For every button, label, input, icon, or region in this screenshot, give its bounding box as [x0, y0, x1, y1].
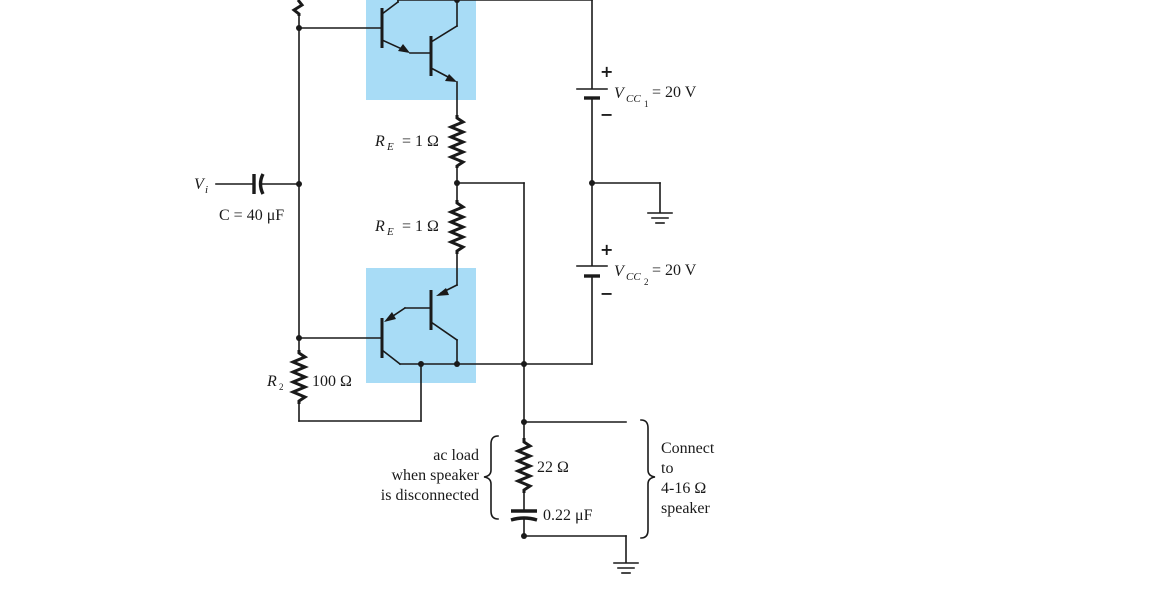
output-wiring — [456, 182, 525, 439]
svg-text:22 Ω: 22 Ω — [537, 459, 569, 476]
svg-text:speaker: speaker — [661, 500, 711, 517]
svg-text:0.22 μF: 0.22 μF — [543, 507, 593, 524]
vcc2-battery: + − V CC 2 = 20 V — [576, 240, 697, 303]
svg-text:R: R — [374, 218, 385, 235]
svg-text:100 Ω: 100 Ω — [312, 373, 352, 390]
re-bottom-resistor: R E = 1 Ω — [374, 200, 467, 286]
load-resistor: 22 Ω — [514, 438, 569, 511]
junction-dots — [296, 0, 595, 539]
svg-text:2: 2 — [644, 277, 649, 287]
speaker-note: Connect to 4-16 Ω speaker — [661, 440, 715, 517]
svg-text:= 1 Ω: = 1 Ω — [402, 218, 439, 235]
svg-text:V: V — [614, 85, 626, 102]
input-source: V i — [194, 176, 253, 196]
re-top-resistor: R E = 1 Ω — [374, 115, 467, 201]
input-capacitor: C = 40 μF — [219, 173, 300, 224]
svg-text:when speaker: when speaker — [391, 467, 479, 484]
supply-ground-icon — [647, 212, 673, 224]
lower-transistor-pair — [380, 283, 593, 366]
svg-text:CC: CC — [626, 93, 641, 105]
svg-text:ac load: ac load — [433, 447, 479, 464]
svg-text:Connect: Connect — [661, 440, 715, 457]
ac-load-brace — [483, 435, 499, 520]
svg-text:V: V — [614, 263, 626, 280]
svg-text:CC: CC — [626, 271, 641, 283]
svg-text:C = 40 μF: C = 40 μF — [219, 207, 284, 224]
svg-text:+: + — [600, 62, 613, 81]
upper-darlington-pair — [380, 0, 593, 116]
svg-text:R: R — [266, 373, 277, 390]
supply-rail — [591, 0, 661, 365]
load-ground-icon — [613, 562, 639, 574]
svg-text:to: to — [661, 460, 673, 477]
svg-text:R: R — [374, 133, 385, 150]
svg-text:E: E — [386, 226, 394, 238]
r1-resistor-partial — [291, 0, 305, 16]
svg-text:is disconnected: is disconnected — [381, 487, 479, 504]
svg-text:2: 2 — [279, 382, 284, 392]
svg-text:1: 1 — [644, 99, 649, 109]
svg-text:−: − — [600, 284, 613, 303]
speaker-brace — [640, 419, 656, 539]
ac-load-note: ac load when speaker is disconnected — [381, 447, 480, 504]
svg-text:4-16 Ω: 4-16 Ω — [661, 480, 706, 497]
svg-text:−: − — [600, 105, 613, 124]
svg-text:E: E — [386, 141, 394, 153]
svg-text:+: + — [600, 240, 613, 259]
load-capacitor: 0.22 μF — [510, 507, 627, 563]
svg-text:= 20 V: = 20 V — [652, 262, 697, 279]
svg-text:i: i — [205, 184, 208, 196]
r2-resistor: R 2 100 Ω — [266, 350, 422, 422]
svg-text:= 20 V: = 20 V — [652, 84, 697, 101]
svg-text:= 1 Ω: = 1 Ω — [402, 133, 439, 150]
vcc1-battery: + − V CC 1 = 20 V — [576, 62, 697, 124]
svg-text:V: V — [194, 176, 206, 193]
